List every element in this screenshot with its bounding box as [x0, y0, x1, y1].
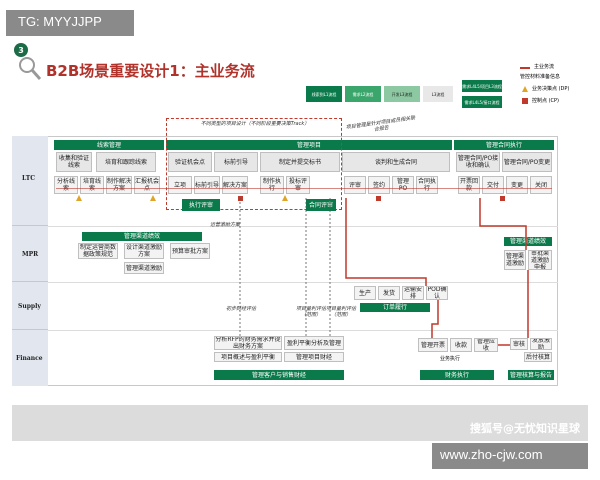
lane-label-mpr: MPR: [22, 251, 39, 258]
mpr-right-header: 管理渠道绩效: [504, 237, 552, 246]
ltc-header-project: 管理项目: [166, 140, 452, 150]
fin-exec-footer: 财务执行: [420, 370, 494, 380]
lane-label-ltc: LTC: [22, 175, 35, 182]
legend-main-flow-label: 主业务流: [534, 64, 555, 70]
legend-mgmt-info: 管控材料准备信息: [520, 74, 561, 80]
mpr-box-design: 设计渠道激励方案: [124, 243, 164, 259]
mpr-right-box-2: 审批渠道激励申报: [528, 250, 552, 270]
supply-box-transport: 运输安排: [402, 286, 424, 300]
step-badge: [14, 43, 28, 57]
ltc-activity-5: 立项: [168, 176, 192, 194]
lane-divider-2: [48, 282, 558, 283]
supply-box-ship: 发货: [378, 286, 400, 300]
lane-ltc: [12, 136, 48, 226]
lane-divider-3: [48, 330, 558, 331]
ltc-activity-15: 交付: [482, 176, 504, 194]
cp-marker-3: [500, 196, 505, 201]
main-flow-connectors: [239, 198, 529, 346]
supply-box-produce: 生产: [354, 286, 376, 300]
fin-right-release: 发放激励: [530, 338, 552, 350]
page-title: B2B场景重要设计1：主业务流: [46, 62, 255, 80]
mpr-box-manage: 管理渠道激励: [124, 262, 164, 274]
fin-note-2: 项目量利评估（范围）: [296, 306, 327, 318]
fin-box-balance: 盈利平衡分析及管理: [284, 336, 344, 350]
cp-marker-1: [238, 196, 243, 201]
ltc-activity-11: 签约: [368, 176, 390, 194]
ltc-activity-7: 解决方案: [222, 176, 248, 194]
ltc-header-contract: 管理合同执行: [454, 140, 554, 150]
ltc-activity-6: 标前引导: [194, 176, 220, 194]
step-badge-label: 3: [18, 45, 24, 55]
footer-url-bg: [432, 443, 588, 469]
ltc-stage-nurture: 培育和跟踪线索: [96, 152, 156, 172]
focus-note: 不同类型的项目设计（不同阶段重要决策Track）: [200, 121, 310, 127]
ltc-stage-negotiate: 谈判和生成合同: [342, 152, 450, 172]
mpr-box-budget: 预算审批方案: [170, 243, 210, 259]
legend-cp-label: 控制点 (CP): [532, 98, 559, 104]
cp-marker-2: [376, 196, 381, 201]
main-flow-ltc-line: [56, 188, 552, 189]
ltc-activity-10: 评审: [344, 176, 366, 194]
legend: 主业务流 管控材料准备信息 业务决策点 (DP) 控制点 (CP): [520, 62, 600, 122]
mpr-note: 运营激励方案: [209, 222, 240, 228]
legend-stage-5: 需求L4L5/项目L3流程: [462, 80, 502, 92]
legend-stage-2: 需求L2流程: [345, 86, 381, 102]
legend-cp-icon: [522, 98, 528, 104]
fin-right-audit: 审核: [510, 338, 528, 350]
fin-exec-sub: 业务执行: [439, 356, 460, 362]
fin-right-footer: 管理核算与报告: [508, 370, 554, 380]
watermark-top: [6, 10, 134, 36]
ltc-green-contract-review: 合同评审: [306, 199, 336, 211]
fin-exec-collect: 收款: [450, 338, 472, 352]
lane-divider-1: [48, 226, 558, 227]
fin-exec-ar: 管理应收: [474, 338, 498, 352]
legend-stage-4: L3流程: [423, 86, 453, 102]
lane-mpr: [12, 226, 48, 282]
fin-box-overview: 项目概述与盈利平衡: [214, 352, 282, 362]
dp-marker-1: [76, 195, 82, 201]
fin-note-3: 项目量利评估（范围）: [326, 306, 357, 318]
footer-watermark: 搜狐号@无忧知识星球: [470, 422, 580, 435]
supply-order-label: 订单履行: [360, 303, 430, 312]
footer-band: [12, 405, 588, 441]
dp-marker-3: [282, 195, 288, 201]
ltc-activity-16: 变更: [506, 176, 528, 194]
legend-dp-icon: [522, 86, 528, 92]
lane-supply: [12, 282, 48, 330]
fin-footer: 管理客户与销售财经: [214, 370, 344, 380]
ltc-stage-change: 管理合同/PO变更: [502, 152, 552, 172]
mpr-right-box-1: 管理渠道激励: [504, 250, 526, 270]
ltc-green-exec-review: 执行评审: [182, 199, 220, 211]
footer-url: www.zho-cjw.com: [440, 447, 543, 462]
lane-finance: [12, 330, 48, 386]
ltc-header-leads: 线索管理: [54, 140, 164, 150]
fin-exec-billing: 管理开票: [418, 338, 448, 352]
dp-marker-2: [150, 195, 156, 201]
focus-dashed-frame: [166, 118, 342, 210]
ltc-stage-po: 管理合同/PO接收和确认: [456, 152, 500, 172]
ltc-stage-prebid: 标前引导: [214, 152, 258, 172]
ltc-activity-17: 关闭: [530, 176, 552, 194]
ltc-stage-collect: 收集和验证线索: [56, 152, 92, 172]
fin-box-manage: 管理项目财经: [284, 352, 344, 362]
watermark-top-text: TG: MYYJJPP: [18, 14, 102, 29]
legend-main-flow-line: [520, 67, 530, 69]
lane-label-finance: Finance: [16, 355, 43, 362]
search-icon: [19, 57, 42, 80]
lane-label-supply: Supply: [18, 303, 41, 310]
ltc-stage-verify: 验证机会点: [168, 152, 212, 172]
mpr-box-policy: 制定运营商数据政策规范: [78, 243, 118, 259]
legend-stage-3: 开发L3流程: [384, 86, 420, 102]
fin-note-1: 初步财经评估: [226, 306, 257, 312]
legend-stage-6: 需求L4L5/接口流程: [462, 96, 502, 108]
legend-stage-1: 线索到L1流程: [306, 86, 342, 102]
ltc-stage-bid: 制定并提交标书: [260, 152, 340, 172]
fin-box-rfp: 分析RFP的财务需求并提出财务方案: [214, 336, 282, 350]
legend-dp-label: 业务决策点 (DP): [532, 86, 570, 92]
fin-right-post: 后付核算: [524, 352, 552, 362]
supply-box-pod: POD确认: [426, 286, 448, 300]
mpr-header: 管理渠道绩效: [82, 232, 202, 241]
